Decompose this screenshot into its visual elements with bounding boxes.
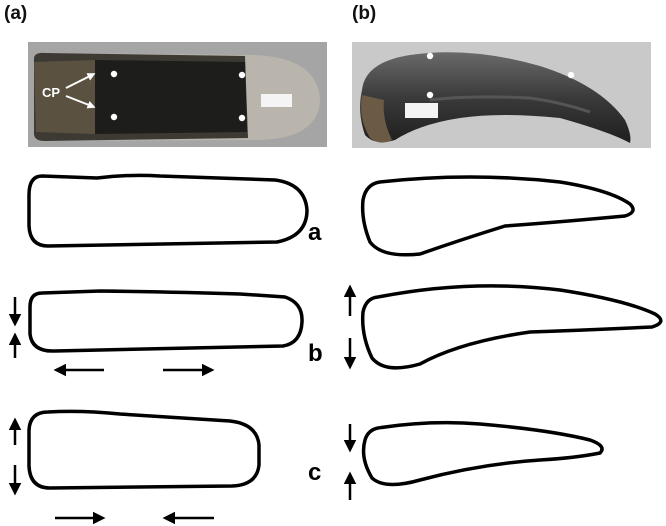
outline-b-row-a — [363, 177, 633, 255]
marker-dot-b3 — [427, 92, 433, 98]
cp-label: CP — [42, 85, 60, 100]
marker-dot-a3 — [239, 72, 245, 78]
row-label-b: b — [308, 340, 323, 367]
marker-dot-b2 — [568, 72, 574, 78]
marker-dot-a1 — [111, 71, 117, 77]
outline-b-row-b — [363, 286, 661, 368]
marker-dot-a4 — [239, 115, 245, 121]
marker-dot-b1 — [427, 53, 433, 59]
scale-bar-a — [261, 94, 292, 107]
scale-bar-b — [405, 103, 438, 118]
marker-dot-a2 — [111, 114, 117, 120]
outline-a-row-a — [29, 175, 307, 246]
row-label-c: c — [308, 459, 321, 486]
row-label-a: a — [308, 219, 322, 246]
outline-a-row-c — [29, 411, 259, 488]
photo-b — [352, 42, 651, 148]
outline-a-row-b — [30, 291, 302, 351]
specimen-a-dark-region — [95, 60, 247, 134]
outline-b-row-c — [364, 423, 603, 485]
photo-a: CP — [28, 42, 327, 147]
